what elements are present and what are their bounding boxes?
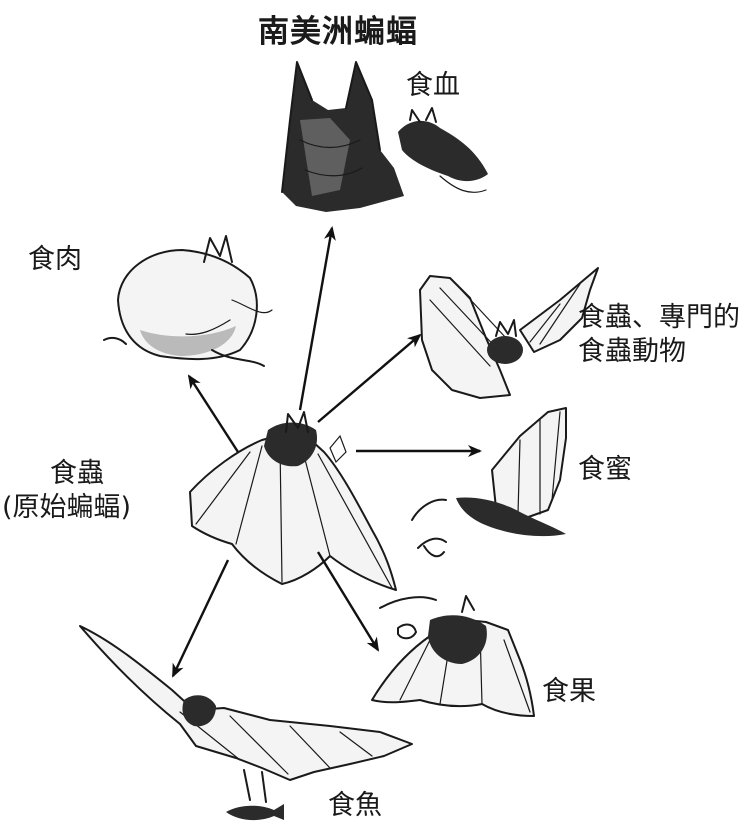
fruit-bat-illustration xyxy=(372,596,534,716)
primitive-bat-illustration xyxy=(190,412,396,590)
insectivore-specialist-bat-illustration xyxy=(420,268,598,398)
label-insect-specialist-line2: 食蟲動物 xyxy=(578,336,686,368)
arrow-to-blood xyxy=(300,228,332,410)
label-blood: 食血 xyxy=(406,70,460,102)
arrow-to-fish xyxy=(173,560,228,676)
label-center-line1: 食蟲 xyxy=(50,458,104,490)
label-fruit: 食果 xyxy=(542,676,596,708)
label-nectar: 食蜜 xyxy=(578,454,632,486)
label-center-line2: (原始蝙蝠) xyxy=(2,492,131,524)
page-title: 南美洲蝙蝠 xyxy=(258,6,418,51)
label-meat: 食肉 xyxy=(28,244,82,276)
carnivorous-bat-illustration xyxy=(104,236,272,366)
arrow-to-meat xyxy=(189,376,238,452)
nectar-bat-illustration xyxy=(412,408,566,556)
arrow-to-insect-specialist xyxy=(318,335,420,422)
label-insect-specialist-line1: 食蟲、專門的 xyxy=(578,302,740,334)
label-fish: 食魚 xyxy=(328,790,382,822)
